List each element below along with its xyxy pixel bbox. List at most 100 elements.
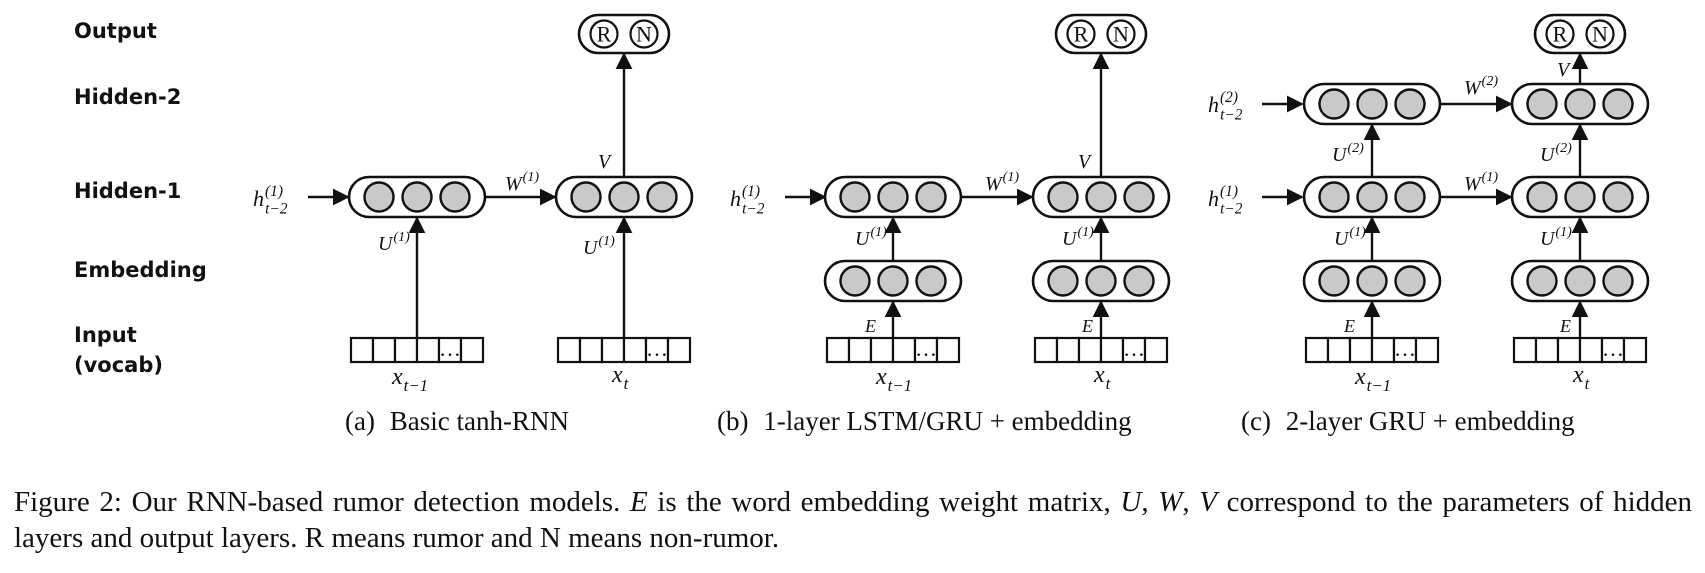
b-input-right-cell-6 [1143, 336, 1169, 364]
c-hidden2-left-neuron-3 [1394, 88, 1426, 120]
a-output-unit-R [589, 19, 619, 49]
a-w1-label: W(1) [505, 170, 539, 195]
c-output-unit-N [1585, 19, 1615, 49]
b-v-label: V [1078, 151, 1093, 173]
b-input-right-ellipsis: … [1123, 336, 1145, 361]
b-e-right-label: E [1081, 316, 1093, 336]
c-embedding-right-neuron-1 [1526, 265, 1558, 297]
c-e-right-label: E [1559, 316, 1571, 336]
c-hidden2-right-neuron-1 [1526, 88, 1558, 120]
c-input-left-ellipsis: … [1394, 336, 1416, 361]
c-output-unit-R [1545, 19, 1575, 49]
a-u1-left-label: U(1) [378, 230, 410, 255]
a-x-cur-label: xt [611, 362, 629, 393]
subcaption-b-tag: (b) [717, 406, 748, 436]
c-input-right-cell-6 [1622, 336, 1648, 364]
a-input-right-cell-1 [556, 336, 582, 364]
c-hidden1-left-neuron-1 [1318, 181, 1350, 213]
b-hidden1-left-neuron-1 [839, 181, 871, 213]
a-input-left-ellipsis: … [439, 336, 461, 361]
caption-comma-1: , [1141, 486, 1159, 518]
b-hidden1-right-neuron-1 [1047, 181, 1079, 213]
b-input-left-cell-2 [847, 336, 873, 364]
subcaption-a-title: Basic tanh-RNN [390, 406, 569, 436]
c-hidden2-left-neuron-1 [1318, 88, 1350, 120]
b-embedding-left-neuron-3 [915, 265, 947, 297]
b-output-unit-N [1106, 19, 1136, 49]
b-output-unit-label-R: R [1074, 22, 1089, 47]
caption-tail: correspond to the parameters of hidden l… [14, 486, 1693, 554]
b-h-prev-label: h(1)t−2 [730, 183, 765, 218]
c-e-left-label: E [1343, 316, 1355, 336]
a-hidden1-right-neuron-2 [608, 181, 640, 213]
c-hidden1-right-neuron-3 [1602, 181, 1634, 213]
subcaption-a-tag: (a) [345, 406, 375, 436]
b-embedding-right-neuron-2 [1085, 265, 1117, 297]
a-input-left-cell-4 [415, 336, 441, 364]
subcaption-b-title: 1-layer LSTM/GRU + embedding [763, 406, 1131, 436]
figure-caption: Figure 2: Our RNN-based rumor detection … [14, 484, 1692, 556]
c-w2-label: W(2) [1464, 74, 1498, 99]
c-hidden2-left-neuron-2 [1356, 88, 1388, 120]
c-input-left-cell-1 [1304, 336, 1330, 364]
b-e-left-label: E [864, 316, 876, 336]
a-hidden1-right-neuron-3 [646, 181, 678, 213]
a-u1-right-label: U(1) [583, 234, 615, 259]
c-embedding-left-neuron-2 [1356, 265, 1388, 297]
c-input-right-cell-1 [1512, 336, 1538, 364]
a-input-right-cell-3 [600, 336, 626, 364]
c-x-cur-label: xt [1572, 362, 1590, 393]
c-embedding-left-neuron-1 [1318, 265, 1350, 297]
row-label-output: Output [74, 19, 157, 43]
caption-e-symbol: E [630, 486, 648, 518]
c-hidden1-left-neuron-2 [1356, 181, 1388, 213]
b-embedding-left-neuron-1 [839, 265, 871, 297]
c-input-left-cell-3 [1348, 336, 1374, 364]
c-u2-right-label: U(2) [1540, 141, 1572, 166]
a-output-unit-label-R: R [597, 22, 612, 47]
a-input-left-cell-2 [371, 336, 397, 364]
c-w1-label: W(1) [1464, 170, 1498, 195]
b-input-left-cell-4 [891, 336, 917, 364]
c-input-right-cell-3 [1556, 336, 1582, 364]
c-hidden2-right-neuron-2 [1564, 88, 1596, 120]
caption-v-symbol: V [1199, 486, 1218, 518]
b-input-right-cell-3 [1077, 336, 1103, 364]
a-input-right-ellipsis: … [646, 336, 668, 361]
row-label-vocab: (vocab) [74, 353, 163, 377]
b-hidden1-left-neuron-2 [877, 181, 909, 213]
b-hidden1-left-neuron-3 [915, 181, 947, 213]
a-input-right-cell-6 [666, 336, 692, 364]
a-hidden1-left-neuron-2 [401, 181, 433, 213]
b-embedding-right-neuron-3 [1123, 265, 1155, 297]
subcaption-c-tag: (c) [1241, 406, 1271, 436]
a-output-unit-label-N: N [636, 22, 652, 47]
c-input-right-cell-2 [1534, 336, 1560, 364]
caption-u-symbol: U [1120, 486, 1142, 518]
subfigure-captions: (a) Basic tanh-RNN (b) 1-layer LSTM/GRU … [345, 406, 1575, 436]
c-embedding-left-neuron-3 [1394, 265, 1426, 297]
caption-comma-2: , [1182, 486, 1200, 518]
c-output-unit-label-N: N [1592, 22, 1608, 47]
b-embedding-right-neuron-1 [1047, 265, 1079, 297]
row-labels: Output Hidden-2 Hidden-1 Embedding Input… [74, 19, 207, 377]
a-hidden1-right-neuron-1 [570, 181, 602, 213]
b-w1-label: W(1) [985, 170, 1019, 195]
a-h-prev-label: h(1)t−2 [253, 183, 288, 218]
b-input-left-cell-6 [935, 336, 961, 364]
a-input-left-cell-6 [459, 336, 485, 364]
b-input-left-cell-1 [825, 336, 851, 364]
row-label-hidden2: Hidden-2 [74, 85, 181, 109]
a-v-label: V [598, 151, 613, 173]
c-output-unit-label-R: R [1553, 22, 1568, 47]
b-hidden1-right-neuron-2 [1085, 181, 1117, 213]
b-output-unit-R [1066, 19, 1096, 49]
a-output-unit-N [629, 19, 659, 49]
c-hidden1-right-neuron-1 [1526, 181, 1558, 213]
a-input-right-cell-2 [578, 336, 604, 364]
subcaption-c: (c) 2-layer GRU + embedding [1241, 406, 1575, 436]
c-u2-left-label: U(2) [1332, 141, 1364, 166]
c-u1-right-label: U(1) [1540, 225, 1572, 250]
b-input-right-cell-1 [1033, 336, 1059, 364]
caption-w-symbol: W [1158, 486, 1183, 518]
